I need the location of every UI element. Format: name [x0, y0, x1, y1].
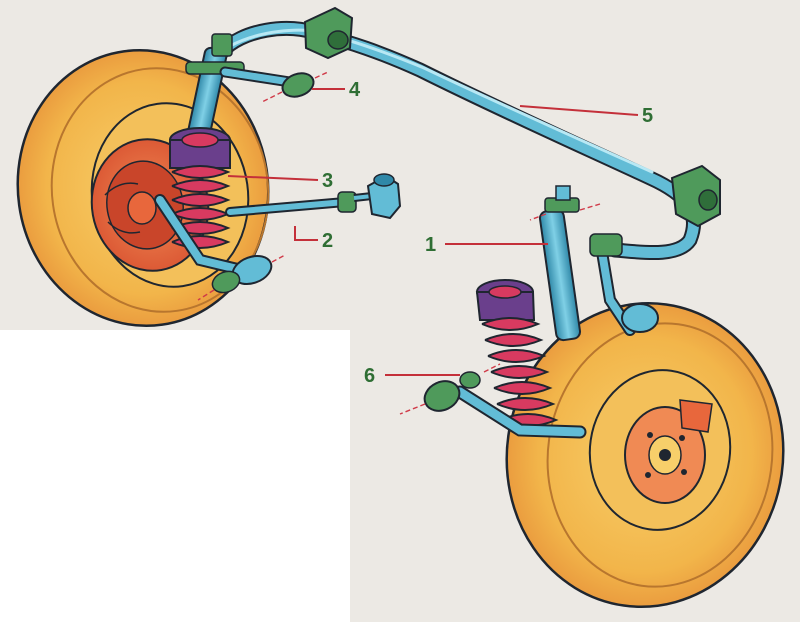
callout-label-2: 2 — [322, 230, 333, 252]
right-coil-spring — [475, 279, 559, 427]
right-lower-arm — [399, 363, 587, 439]
right-control-link — [589, 233, 659, 336]
left-upper-link — [219, 66, 329, 103]
callout-label-1: 1 — [425, 234, 436, 256]
stabilizer-bushing-rear — [670, 164, 721, 228]
right-strut — [529, 185, 601, 342]
leader-line-2 — [294, 226, 318, 241]
left-lower-arm — [154, 194, 286, 301]
callout-label-4: 4 — [349, 79, 361, 101]
callout-label-6: 6 — [364, 365, 375, 387]
callout-label-3: 3 — [322, 170, 333, 192]
left-coil-spring — [169, 127, 231, 249]
leader-line-5 — [519, 105, 639, 116]
right-brake-disc — [588, 369, 732, 531]
left-trailing-rod — [225, 191, 373, 217]
leader-line-3 — [227, 175, 319, 181]
callout-label-5: 5 — [642, 105, 653, 127]
stabilizer-bushing-front — [303, 6, 354, 60]
left-ball-joint-housing — [366, 173, 402, 220]
